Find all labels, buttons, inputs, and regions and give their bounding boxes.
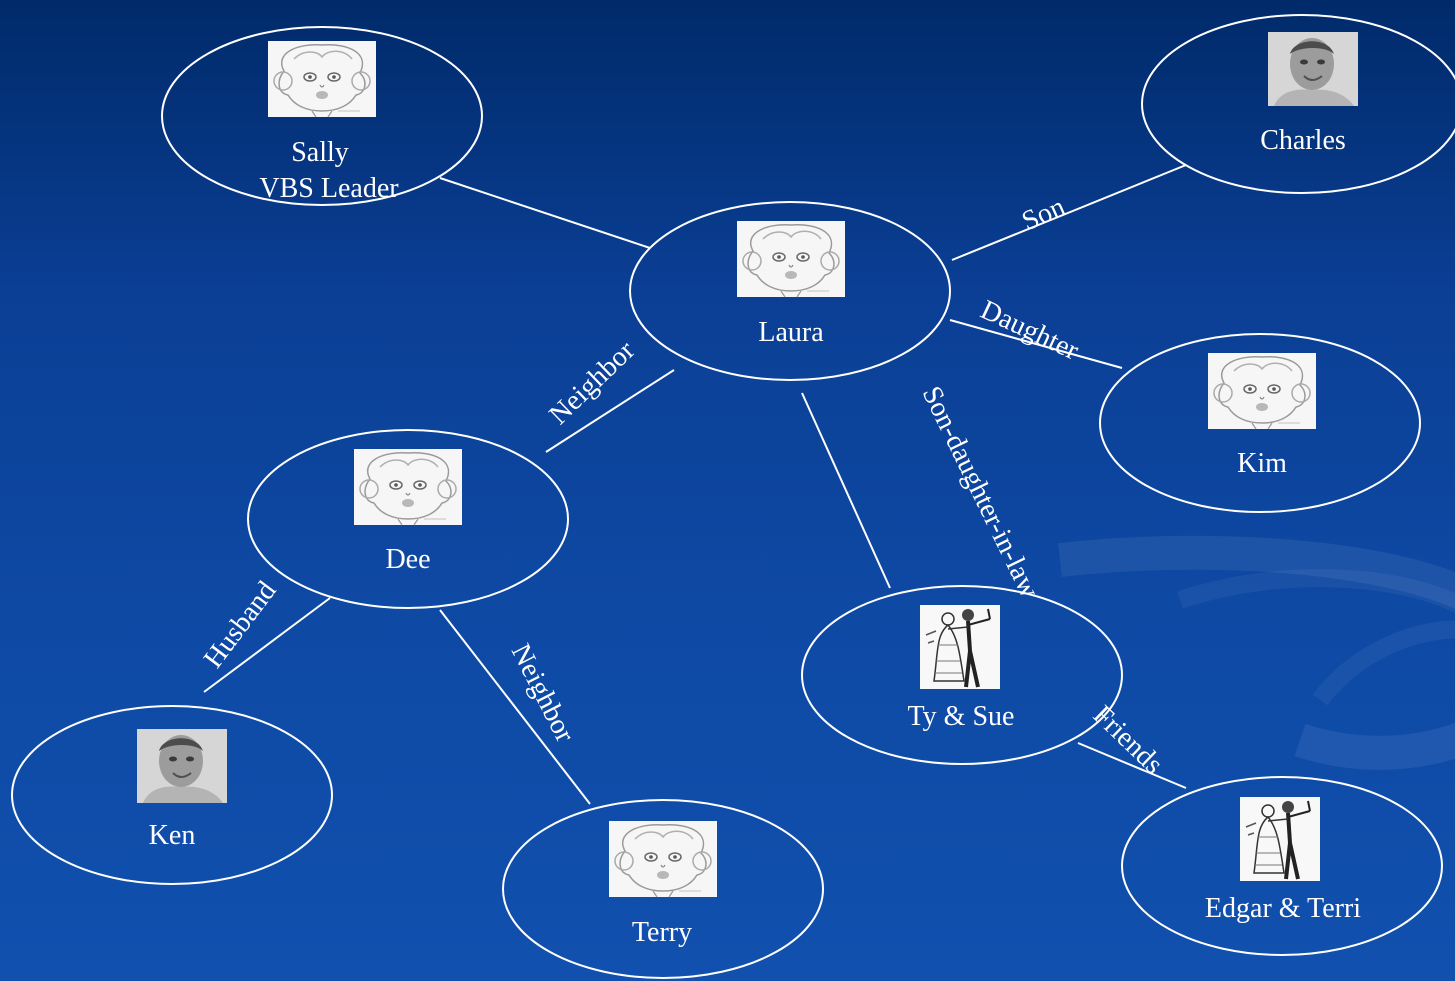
node-label: Charles	[1260, 125, 1346, 156]
node-ken[interactable]: Ken	[11, 705, 333, 885]
node-sally[interactable]: Sally VBS Leader	[161, 26, 483, 206]
node-label: Sally	[291, 137, 349, 168]
girl-caricature-icon	[608, 820, 718, 898]
boy-photo-icon	[1267, 31, 1359, 107]
edge-label-son-daughter-in-law: Son-daughter-in-law	[916, 381, 1046, 603]
edge-label-friends: Friends	[1087, 700, 1169, 781]
girl-caricature-icon	[736, 220, 846, 298]
node-label: Kim	[1237, 448, 1287, 479]
boy-photo-icon	[136, 728, 228, 804]
edge-line-laura-charles	[951, 164, 1187, 261]
node-label: Ty & Sue	[908, 701, 1015, 732]
node-ty-and-sue[interactable]: Ty & Sue	[801, 585, 1123, 765]
node-dee[interactable]: Dee	[247, 429, 569, 609]
edge-label-husband: Husband	[198, 576, 283, 674]
node-terry[interactable]: Terry	[502, 799, 824, 979]
node-label: Edgar & Terri	[1205, 893, 1361, 924]
edge-line-dee-terry	[439, 609, 591, 805]
node-laura[interactable]: Laura	[629, 201, 951, 381]
background-swirl	[1058, 535, 1455, 770]
girl-caricature-icon	[1207, 352, 1317, 430]
edges	[203, 164, 1187, 805]
edge-line-sally-laura	[439, 177, 651, 249]
node-label: Terry	[632, 917, 692, 948]
edge-line-laura-kim	[949, 319, 1123, 369]
dancing-couple-icon	[1238, 795, 1322, 883]
edge-line-dee-ken	[203, 597, 331, 693]
node-label: Laura	[758, 317, 824, 348]
node-sublabel: VBS Leader	[259, 173, 399, 204]
node-kim[interactable]: Kim	[1099, 333, 1421, 513]
edge-label-neighbor-dee: Neighbor	[543, 335, 641, 431]
edge-label-daughter: Daughter	[976, 294, 1084, 366]
node-charles[interactable]: Charles	[1141, 14, 1455, 194]
node-label: Dee	[385, 544, 430, 575]
girl-caricature-icon	[267, 40, 377, 118]
girl-caricature-icon	[353, 448, 463, 526]
edge-label-neighbor-terry: Neighbor	[505, 639, 581, 748]
node-label: Ken	[149, 820, 196, 851]
edge-line-laura-tysue	[801, 392, 891, 589]
edge-labels: Son Daughter Neighbor Son-daughter-in-la…	[198, 191, 1169, 780]
node-edgar-and-terri[interactable]: Edgar & Terri	[1121, 776, 1443, 956]
edge-line-tysue-edgar	[1077, 742, 1187, 789]
edge-line-laura-dee	[545, 369, 675, 453]
dancing-couple-icon	[918, 603, 1002, 691]
